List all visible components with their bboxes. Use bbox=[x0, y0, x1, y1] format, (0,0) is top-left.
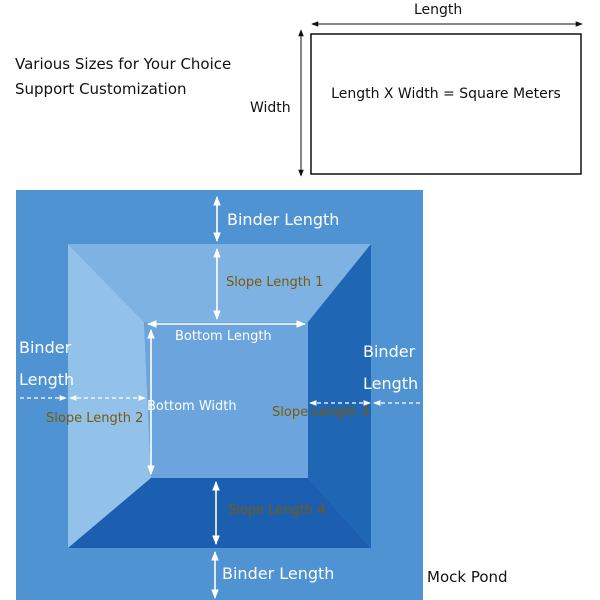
caption-customization: Support Customization bbox=[15, 80, 187, 98]
formula-text: Length X Width = Square Meters bbox=[331, 86, 561, 102]
slope-1-label: Slope Length 1 bbox=[226, 275, 323, 290]
mock-pond-label: Mock Pond bbox=[427, 568, 508, 586]
binder-right-label-2: Length bbox=[363, 374, 418, 393]
caption-sizes: Various Sizes for Your Choice bbox=[15, 55, 232, 73]
width-label: Width bbox=[250, 100, 291, 116]
binder-bottom-label: Binder Length bbox=[222, 564, 334, 583]
bottom-length-label: Bottom Length bbox=[175, 329, 272, 344]
slope-3-label: Slope Length 3 bbox=[272, 405, 369, 420]
slope-right bbox=[308, 244, 371, 548]
pond-floor bbox=[144, 322, 308, 478]
bottom-width-label: Bottom Width bbox=[147, 399, 237, 414]
slope-4-label: Slope Length 4 bbox=[228, 503, 325, 518]
binder-top-label: Binder Length bbox=[227, 210, 339, 229]
binder-right-label-1: Binder bbox=[363, 342, 416, 361]
binder-left-label-2: Length bbox=[19, 370, 74, 389]
length-label: Length bbox=[414, 2, 462, 18]
binder-left-label-1: Binder bbox=[19, 338, 72, 357]
area-rectangle bbox=[310, 33, 582, 175]
slope-2-label: Slope Length 2 bbox=[46, 411, 143, 426]
